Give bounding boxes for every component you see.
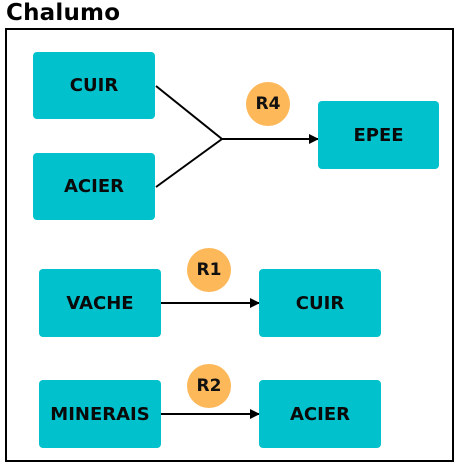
- connector-cuir-to-merge: [155, 85, 223, 140]
- node-minerais: MINERAIS: [39, 380, 161, 448]
- node-cuir-top: CUIR: [33, 52, 155, 119]
- diagram-title: Chalumo: [6, 0, 121, 26]
- node-acier-bottom: ACIER: [259, 380, 381, 448]
- node-vache: VACHE: [39, 269, 161, 337]
- rule-badge-r2: R2: [187, 364, 231, 408]
- diagram-frame: [5, 28, 454, 462]
- rule-badge-r4: R4: [246, 82, 290, 126]
- rule-badge-r1: R1: [187, 248, 231, 292]
- node-cuir-bottom: CUIR: [259, 269, 381, 337]
- node-acier-top: ACIER: [33, 153, 155, 220]
- connector-acier-to-merge: [155, 138, 223, 188]
- node-epee: EPEE: [318, 101, 439, 169]
